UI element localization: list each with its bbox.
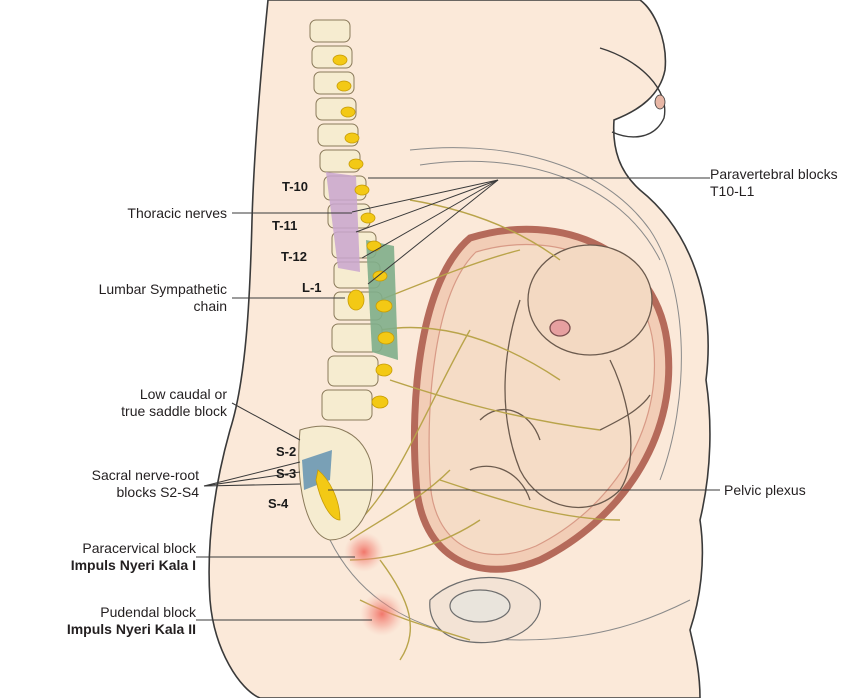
thoracic-nerves-label: Thoracic nerves	[127, 205, 227, 222]
sacral-label-line2: blocks S2-S4	[117, 484, 199, 501]
paravertebral-label-line2: T10-L1	[710, 183, 754, 200]
lumbar-label-line1: Lumbar Sympathetic	[99, 281, 227, 298]
rectum	[450, 590, 510, 622]
pudendal-label-line1: Pudendal block	[100, 604, 196, 621]
paracervical-label-line1: Paracervical block	[82, 540, 196, 557]
pudendal-pain-spot	[360, 592, 404, 636]
lumbar-label-line2: chain	[194, 298, 227, 315]
paravertebral-label-line1: Paravertebral blocks	[710, 166, 838, 183]
level-t12-label: T-12	[281, 249, 307, 264]
level-s4-label: S-4	[268, 496, 288, 511]
nipple	[655, 95, 665, 109]
level-t10-label: T-10	[282, 179, 308, 194]
pelvic-plexus-label: Pelvic plexus	[724, 482, 806, 499]
paracervical-pain-spot	[344, 532, 384, 572]
low-caudal-label-line2: true saddle block	[121, 403, 227, 420]
paracervical-label-line2: Impuls Nyeri Kala I	[71, 557, 196, 574]
level-l1-label: L-1	[302, 280, 322, 295]
low-caudal-label-line1: Low caudal or	[140, 386, 227, 403]
sacral-label-line1: Sacral nerve-root	[92, 467, 199, 484]
level-t11-label: T-11	[272, 218, 297, 233]
level-s3-label: S-3	[276, 466, 296, 481]
pudendal-label-line2: Impuls Nyeri Kala II	[67, 621, 196, 638]
level-s2-label: S-2	[276, 444, 296, 459]
